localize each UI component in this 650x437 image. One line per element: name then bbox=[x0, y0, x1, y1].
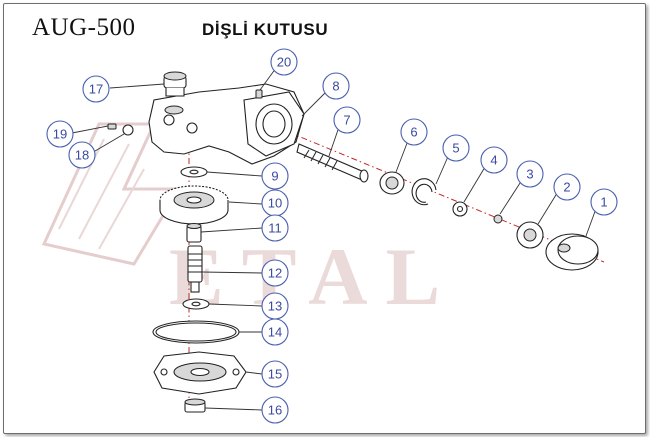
callout-19: 19 bbox=[46, 120, 74, 148]
svg-text:13: 13 bbox=[268, 299, 282, 314]
bushing bbox=[186, 223, 202, 243]
worm-shaft bbox=[296, 143, 369, 183]
gear-washer-top bbox=[180, 166, 208, 178]
svg-text:12: 12 bbox=[268, 266, 282, 281]
flat-washer bbox=[452, 201, 468, 217]
callout-7: 7 bbox=[333, 106, 361, 134]
callout-8: 8 bbox=[322, 72, 350, 100]
svg-text:4: 4 bbox=[490, 153, 497, 168]
model-title: AUG-500 bbox=[32, 14, 136, 41]
svg-text:16: 16 bbox=[268, 403, 282, 418]
callout-6: 6 bbox=[400, 118, 428, 146]
small-screw-top bbox=[255, 89, 263, 99]
svg-text:1: 1 bbox=[600, 195, 607, 210]
end-cap bbox=[545, 233, 599, 271]
svg-text:11: 11 bbox=[268, 221, 282, 236]
end-bearing bbox=[516, 221, 544, 249]
watermark-logo: ETAL bbox=[41, 122, 458, 322]
svg-text:20: 20 bbox=[277, 55, 291, 70]
bottom-bearing bbox=[184, 398, 206, 413]
callout-9: 9 bbox=[261, 162, 289, 190]
callout-11: 11 bbox=[261, 214, 289, 242]
callout-14: 14 bbox=[261, 318, 289, 346]
o-ring-seal bbox=[152, 320, 240, 344]
svg-text:5: 5 bbox=[452, 141, 459, 156]
callout-12: 12 bbox=[261, 259, 289, 287]
svg-text:3: 3 bbox=[526, 167, 533, 182]
side-screw-and-washer bbox=[107, 123, 134, 136]
svg-text:19: 19 bbox=[53, 127, 67, 142]
svg-text:18: 18 bbox=[75, 148, 89, 163]
worm-gear bbox=[159, 185, 229, 225]
circlip bbox=[411, 178, 437, 206]
callout-5: 5 bbox=[442, 134, 470, 162]
callout-17: 17 bbox=[82, 75, 110, 103]
callout-15: 15 bbox=[261, 360, 289, 388]
exploded-parts-diagram: ETAL bbox=[41, 48, 618, 424]
callout-20: 20 bbox=[270, 48, 298, 76]
svg-text:2: 2 bbox=[563, 180, 570, 195]
gear-washer-bottom bbox=[182, 298, 210, 310]
svg-text:15: 15 bbox=[268, 367, 282, 382]
callout-2: 2 bbox=[553, 173, 581, 201]
svg-text:7: 7 bbox=[343, 113, 350, 128]
svg-text:9: 9 bbox=[271, 169, 278, 184]
svg-text:8: 8 bbox=[332, 79, 339, 94]
callout-18: 18 bbox=[68, 141, 96, 169]
output-shaft bbox=[187, 245, 203, 293]
callout-16: 16 bbox=[261, 396, 289, 424]
top-cap bbox=[163, 71, 187, 97]
callout-4: 4 bbox=[480, 146, 508, 174]
diagram-title: DİŞLİ KUTUSU bbox=[202, 20, 329, 39]
callout-1: 1 bbox=[590, 188, 618, 216]
watermark-text: ETAL bbox=[169, 231, 458, 322]
svg-text:17: 17 bbox=[89, 82, 103, 97]
callout-13: 13 bbox=[261, 292, 289, 320]
svg-text:10: 10 bbox=[268, 196, 282, 211]
small-nut bbox=[493, 214, 503, 224]
svg-text:14: 14 bbox=[268, 325, 282, 340]
diagram-frame: AUG-500 DİŞLİ KUTUSU ETAL bbox=[3, 3, 646, 434]
shaft-bearing bbox=[379, 171, 405, 195]
bottom-cover bbox=[153, 351, 247, 395]
callout-3: 3 bbox=[516, 160, 544, 188]
gearbox-housing bbox=[148, 83, 305, 165]
horizontal-centerline bbox=[263, 121, 605, 263]
callout-10: 10 bbox=[261, 189, 289, 217]
svg-text:6: 6 bbox=[410, 125, 417, 140]
